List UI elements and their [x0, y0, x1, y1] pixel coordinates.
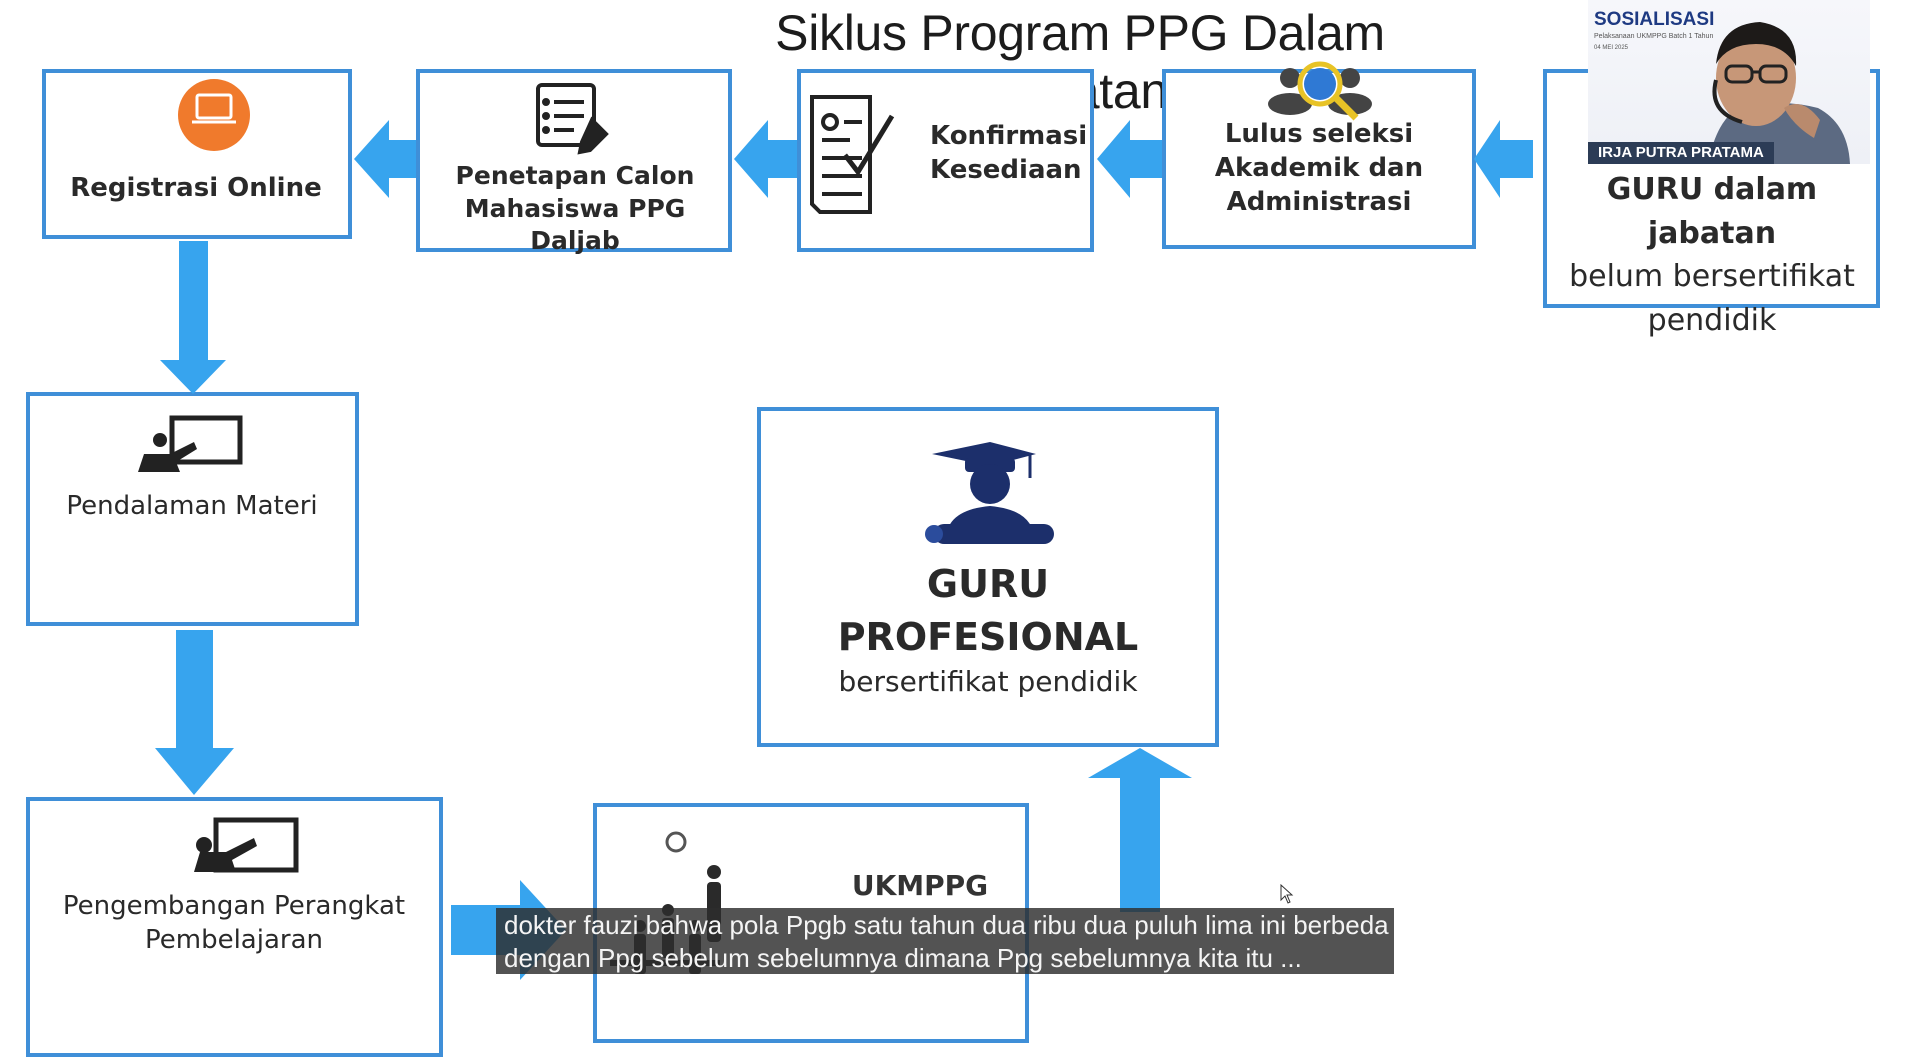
speaker-name-label: IRJA PUTRA PRATAMA [1588, 142, 1774, 164]
caption-line2: dengan Ppg sebelum sebelumnya dimana Ppg… [504, 943, 1302, 973]
ukmppg-label: UKMPPG [851, 869, 989, 902]
guru-profesional-label: GURU PROFESIONAL bersertifikat pendidik [770, 558, 1206, 701]
guru-profesional-line2: PROFESIONAL [837, 615, 1139, 660]
arrow-guru-to-lulus [1474, 120, 1533, 198]
lulus-seleksi-label: Lulus seleksi Akademik dan Administrasi [1166, 118, 1472, 219]
sosialisasi-banner-subtitle: Pelaksanaan UKMPPG Batch 1 Tahun [1594, 33, 1714, 40]
caption-line1: dokter fauzi bahwa pola Ppgb satu tahun … [504, 910, 1389, 940]
konfirmasi-line1: Konfirmasi [930, 121, 1088, 151]
speaker-video-tile[interactable]: SOSIALISASI Pelaksanaan UKMPPG Batch 1 T… [1588, 0, 1870, 164]
guru-profesional-line3: bersertifikat pendidik [838, 665, 1138, 699]
guru-dalam-jabatan-label: GURU dalam jabatan belum bersertifikat p… [1548, 168, 1876, 342]
pengembangan-line2: Pembelajaran [145, 924, 323, 955]
penetapan-line1: Penetapan Calon [455, 161, 695, 190]
arrow-pendalaman-to-pengembangan [155, 630, 234, 795]
box-registrasi-online [42, 69, 352, 239]
arrow-registrasi-to-pendalaman [160, 241, 226, 394]
guru-profesional-line1: GURU [926, 562, 1050, 606]
registrasi-online-label: Registrasi Online [70, 173, 322, 203]
guru-jabatan-line1: GURU dalam jabatan [1606, 172, 1818, 251]
mouse-cursor-icon [1280, 884, 1294, 904]
guru-jabatan-line3: pendidik [1647, 302, 1777, 338]
box-penetapan-calon [416, 69, 732, 252]
arrow-penetapan-to-registrasi [354, 120, 416, 198]
lulus-line2: Akademik dan [1214, 152, 1424, 183]
pengembangan-perangkat-label: Pengembangan Perangkat Pembelajaran [34, 890, 434, 958]
sosialisasi-banner-date: 04 MEI 2025 [1594, 45, 1629, 51]
konfirmasi-line2: Kesediaan [930, 154, 1082, 185]
lulus-line3: Administrasi [1226, 186, 1412, 217]
arrow-lulus-to-konfirmasi [1097, 120, 1162, 198]
arrow-konfirmasi-to-penetapan [734, 120, 797, 198]
box-konfirmasi-kesediaan [797, 69, 1094, 252]
arrow-ukmppg-to-profesional [1088, 748, 1192, 912]
guru-jabatan-line2: belum bersertifikat [1569, 259, 1855, 294]
pengembangan-line1: Pengembangan Perangkat [62, 891, 406, 921]
konfirmasi-kesediaan-label: Konfirmasi Kesediaan [930, 120, 1088, 188]
sosialisasi-banner-title: SOSIALISASI [1594, 9, 1715, 30]
penetapan-line2: Mahasiswa PPG Daljab [464, 193, 686, 256]
lulus-line1: Lulus seleksi [1224, 119, 1414, 149]
penetapan-calon-label: Penetapan Calon Mahasiswa PPG Daljab [420, 160, 730, 258]
speaker-avatar [1708, 22, 1850, 164]
pendalaman-materi-label: Pendalaman Materi [66, 491, 318, 521]
live-caption: dokter fauzi bahwa pola Ppgb satu tahun … [496, 908, 1394, 974]
